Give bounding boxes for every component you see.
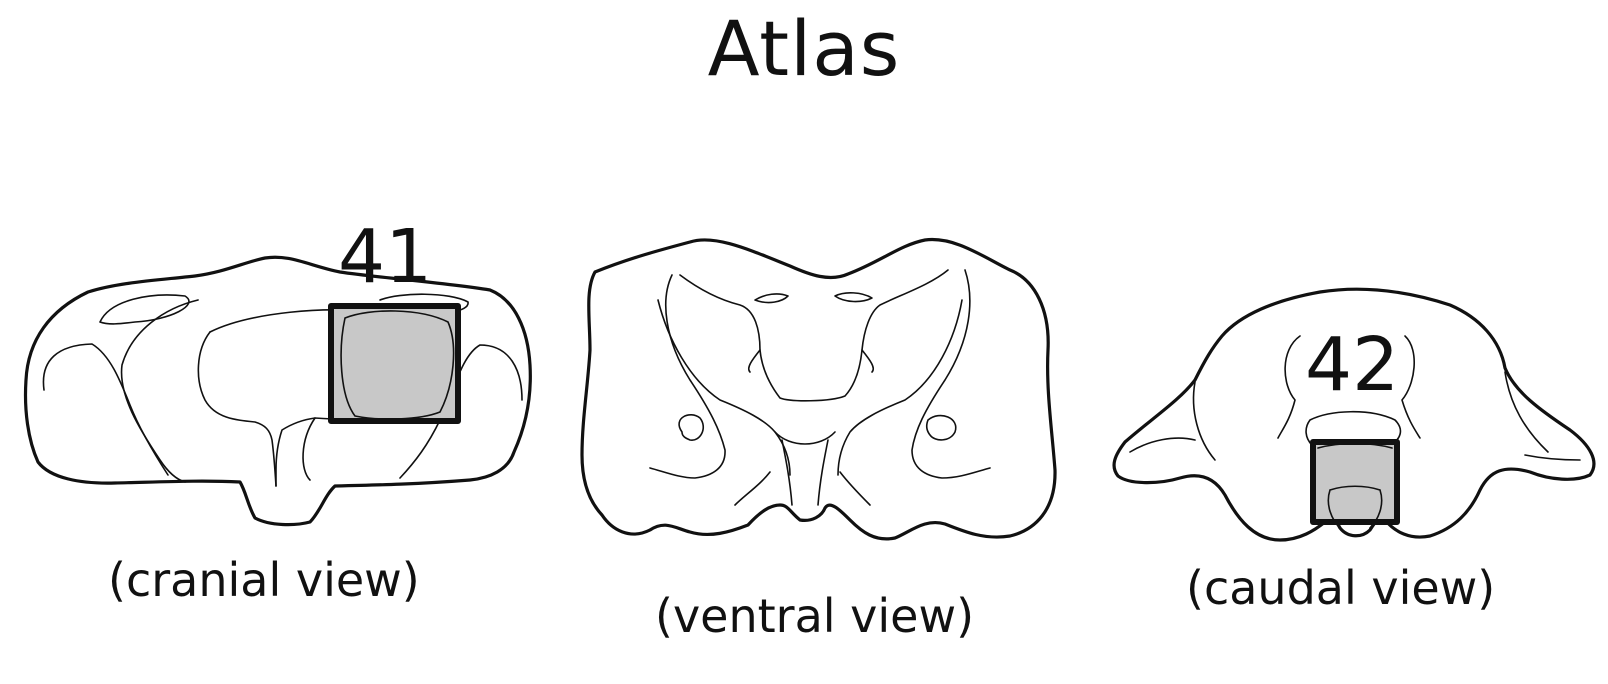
region-marker-42: 42 [1305, 322, 1399, 408]
cranial-view-drawing [23, 255, 532, 527]
ventral-view-caption: (ventral view) [655, 589, 975, 643]
region-marker-41: 41 [338, 214, 432, 300]
ventral-view-drawing [580, 237, 1057, 541]
figure-title: Atlas [707, 4, 901, 93]
caudal-view-drawing [1112, 287, 1596, 542]
caudal-view-caption: (caudal view) [1186, 561, 1496, 615]
cranial-view-caption: (cranial view) [108, 553, 420, 607]
